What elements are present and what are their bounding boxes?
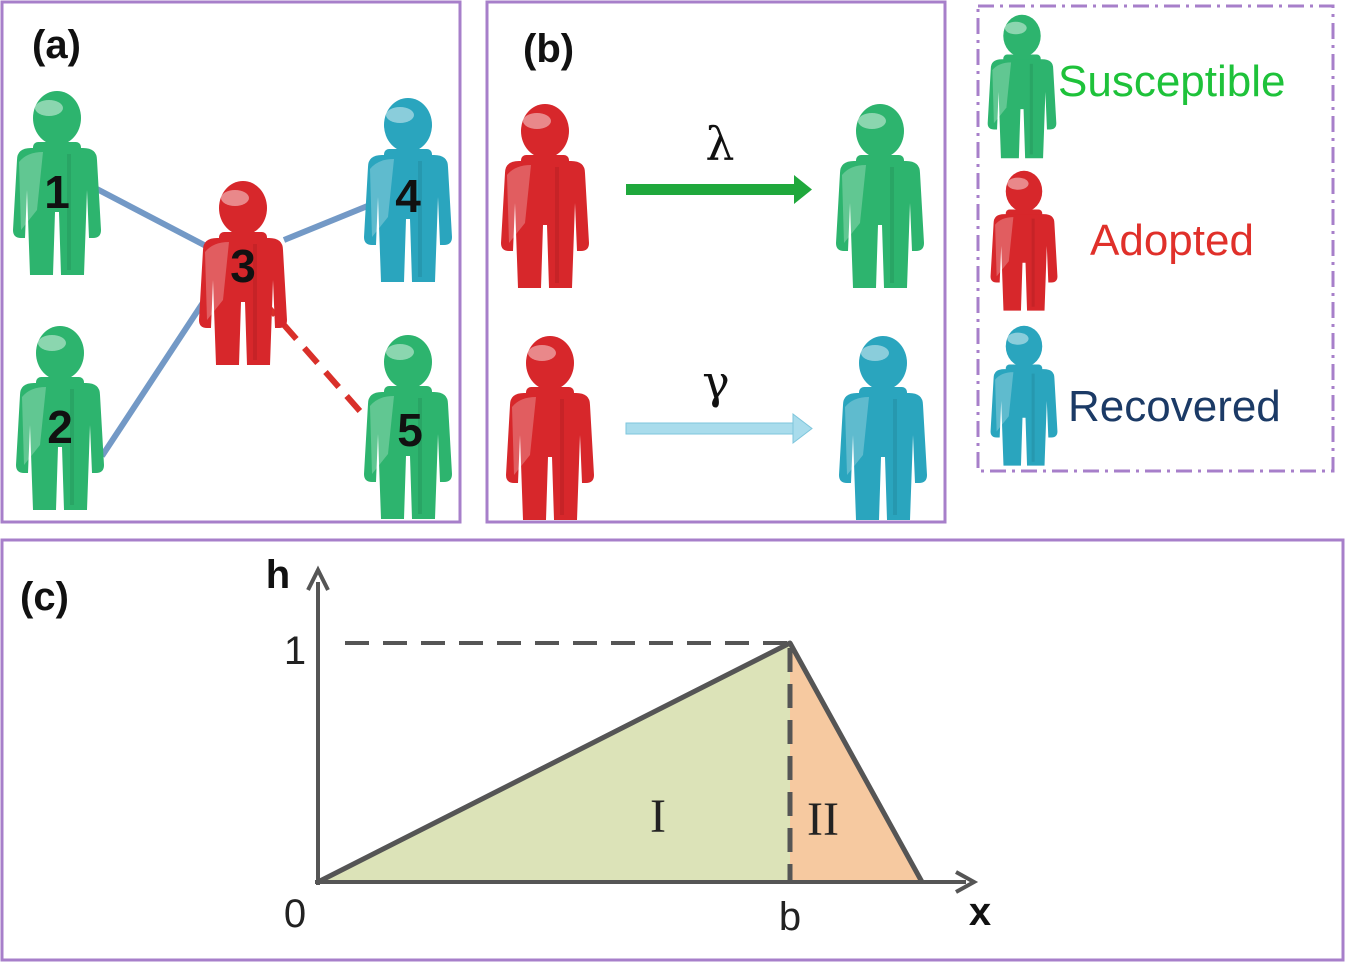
- edge-4-3: [282, 202, 372, 243]
- legend-item-susceptible: Susceptible: [987, 14, 1285, 159]
- node-4-label: 4: [395, 170, 421, 222]
- legend-label-recovered: Recovered: [1068, 382, 1281, 431]
- legend-item-recovered: Recovered: [990, 325, 1281, 466]
- node-1-label: 1: [44, 166, 70, 218]
- panel-a-label: (a): [32, 23, 81, 67]
- legend-frame: [976, 4, 1335, 473]
- transition-lambda-source: [501, 104, 589, 288]
- edge-1-3: [93, 185, 208, 249]
- rate-lambda-label: λ: [705, 117, 734, 171]
- transition-lambda-target: [836, 104, 924, 288]
- node-2-label: 2: [47, 401, 73, 453]
- edge-3-5-adopting: [259, 298, 369, 420]
- x-axis-label: x: [969, 890, 991, 934]
- legend-label-susceptible: Susceptible: [1058, 57, 1285, 106]
- rate-gamma-label: γ: [702, 355, 730, 409]
- y-axis-arrow: [306, 565, 330, 591]
- arrow-right-icon: [626, 175, 812, 204]
- panel-b-label: (b): [523, 27, 574, 71]
- legend-item-adopted: Adopted: [990, 170, 1254, 311]
- panel-b-frame: [485, 0, 947, 524]
- curve-outline: [316, 640, 925, 885]
- panel-c-frame: [0, 538, 1345, 962]
- legend-label-adopted: Adopted: [1090, 216, 1254, 265]
- node-5-label: 5: [397, 404, 423, 456]
- node-5: 5: [364, 335, 452, 519]
- panel-a-frame: [0, 0, 462, 524]
- x-tick-b: b: [779, 895, 801, 939]
- region-one-label: I: [650, 790, 666, 843]
- node-3-label: 3: [230, 240, 256, 292]
- x-axis-arrow: [955, 870, 979, 894]
- node-3: 3: [199, 181, 287, 365]
- node-4: 4: [364, 98, 452, 282]
- y-axis-label: h: [266, 553, 290, 597]
- node-2: 2: [16, 326, 104, 510]
- transition-gamma-target: [839, 336, 927, 520]
- node-1: 1: [13, 91, 101, 275]
- edge-2-3: [99, 290, 213, 458]
- arrow-right-icon: [625, 412, 813, 445]
- origin-label: 0: [284, 892, 306, 936]
- region-two-label: II: [807, 793, 839, 846]
- panel-c-label: (c): [20, 575, 69, 619]
- y-tick-one: 1: [284, 629, 306, 673]
- transition-gamma-source: [506, 336, 594, 520]
